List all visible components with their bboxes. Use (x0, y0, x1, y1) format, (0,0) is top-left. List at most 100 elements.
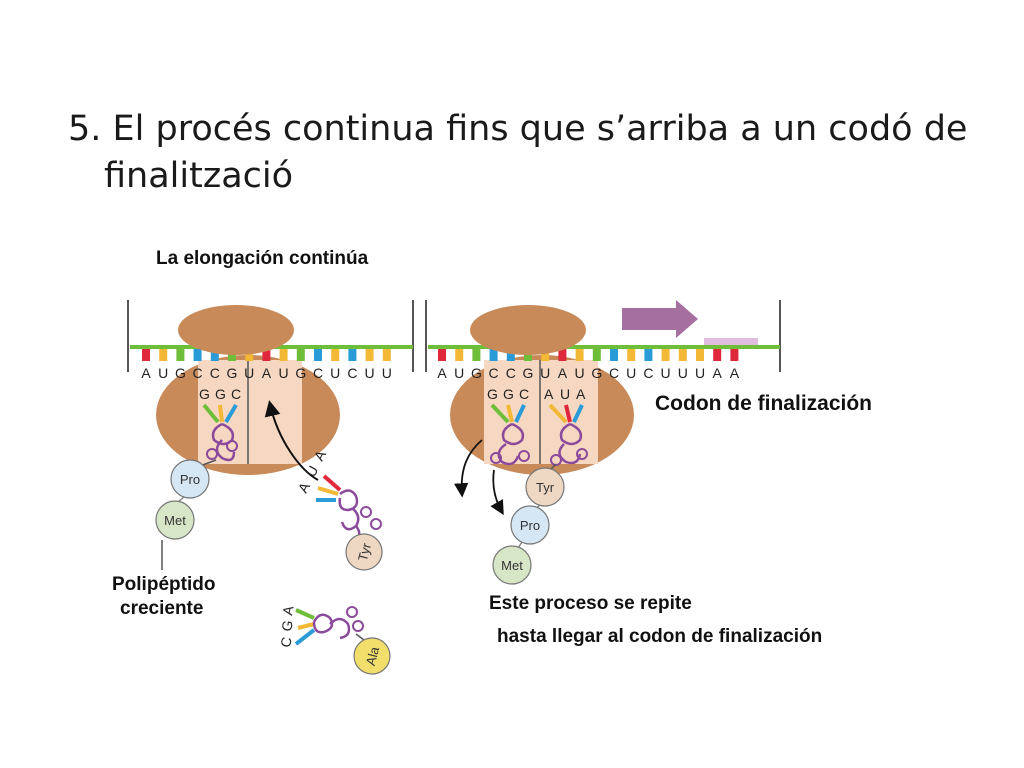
anticodon-base: A (544, 386, 554, 402)
mrna-base-tick (627, 349, 636, 361)
amino-acid-label: Pro (180, 472, 200, 487)
anticodon-base: A (279, 604, 296, 617)
mrna-base-letter: G (175, 365, 186, 381)
mrna-base-tick (713, 349, 722, 361)
incoming-trna-arrow (264, 400, 319, 481)
mrna-base-tick (159, 349, 168, 361)
chain-label-line2: creciente (120, 598, 203, 619)
mrna-base-tick (575, 349, 584, 361)
figure-heading: La elongación continúa (156, 248, 369, 269)
mrna-base-letter: A (558, 365, 568, 381)
mrna-base-tick (696, 349, 704, 361)
mrna-base-tick (489, 349, 498, 361)
mrna-base-letter: U (626, 365, 636, 381)
left-ribosome-small-subunit (178, 305, 294, 355)
mrna-base-letter: C (643, 365, 653, 381)
mrna-base-letter: A (713, 365, 723, 381)
mrna-base-tick (176, 349, 185, 361)
amino-acid-label: Ala (363, 644, 383, 667)
mrna-base-tick (506, 349, 515, 361)
amino-acid-met (155, 500, 195, 540)
mrna-base-letter: U (454, 365, 464, 381)
mrna-base-tick (541, 349, 550, 361)
mrna-base-tick (438, 349, 446, 361)
mrna-base-tick (296, 349, 305, 361)
anticodon-base: G (503, 386, 514, 402)
mrna-base-tick (558, 349, 567, 361)
right-ribosome-small-subunit (470, 305, 586, 355)
mrna-base-letter: C (313, 365, 323, 381)
mrna-base-letter: U (575, 365, 585, 381)
anticodon-base: A (295, 479, 314, 495)
right-trna-a-site: A U A (544, 386, 588, 471)
amino-acid-tyr (525, 467, 565, 507)
right-mrna-bases (438, 349, 739, 361)
mrna-base-tick (279, 349, 288, 361)
incoming-trna-tyr: A U A (295, 447, 382, 546)
waiting-trna-ala: C G A (277, 604, 365, 649)
mrna-base-tick (348, 349, 357, 361)
amino-acid-label: Pro (520, 518, 540, 533)
mrna-base-tick (245, 349, 254, 361)
anticodon-base: A (576, 386, 586, 402)
mrna-base-letter: U (695, 365, 705, 381)
anticodon-base: G (278, 619, 296, 633)
mrna-base-letter: A (262, 365, 272, 381)
mrna-base-tick (455, 349, 464, 361)
anticodon-base: C (277, 636, 295, 649)
mrna-base-letter: U (244, 365, 254, 381)
amino-acid-ala (353, 637, 391, 675)
right-mrna-strand (428, 345, 780, 349)
anticodon-base: C (231, 386, 241, 402)
slide-title: 5. El procés continua fins que s’arriba … (68, 109, 968, 196)
mrna-base-letter: U (382, 365, 392, 381)
mrna-base-tick (610, 349, 618, 361)
mrna-base-letter: G (471, 365, 482, 381)
left-ribosome-large-subunit (156, 355, 340, 475)
stop-codon-label: Codon de finalización (655, 392, 872, 415)
exit-arrow (490, 469, 504, 516)
mrna-base-tick (661, 349, 670, 361)
mrna-base-letter: C (210, 365, 220, 381)
mrna-base-tick (678, 349, 687, 361)
mrna-base-letter: C (506, 365, 516, 381)
mrna-base-letter: G (227, 365, 238, 381)
mrna-base-letter: U (365, 365, 375, 381)
mrna-base-tick (228, 349, 236, 361)
mrna-base-tick (331, 349, 340, 361)
mrna-base-tick (730, 349, 739, 361)
amino-acid-label: Tyr (536, 480, 555, 495)
chain-label-line1: Polipéptido (112, 574, 215, 595)
mrna-base-letter: G (523, 365, 534, 381)
mrna-base-letter: C (609, 365, 619, 381)
mrna-base-letter: C (193, 365, 203, 381)
anticodon-base: C (519, 386, 529, 402)
mrna-base-tick (210, 349, 219, 361)
mrna-base-letter: U (330, 365, 340, 381)
mrna-base-tick (262, 349, 271, 361)
caption-line1: Este proceso se repite (489, 593, 692, 614)
mrna-base-letter: A (730, 365, 740, 381)
mrna-base-letter: A (141, 365, 151, 381)
mrna-base-tick (314, 349, 322, 361)
left-trna-p-site: G G C (199, 386, 241, 467)
mrna-base-tick (142, 349, 150, 361)
mrna-base-tick (592, 349, 601, 361)
amino-acid-tyr (345, 533, 383, 571)
mrna-base-letter: U (678, 365, 688, 381)
mrna-base-letter: U (661, 365, 671, 381)
translocation-direction-arrow (622, 300, 698, 338)
amino-acid-label: Tyr (355, 541, 374, 563)
mrna-base-tick (472, 349, 481, 361)
amino-acid-pro (510, 505, 550, 545)
anticodon-base: U (303, 463, 322, 479)
mrna-base-letter: G (295, 365, 306, 381)
amino-acid-met (492, 545, 532, 585)
stop-codon-highlight (704, 338, 758, 348)
right-trna-p-site: G G C (487, 386, 530, 466)
mrna-base-tick (382, 349, 391, 361)
mrna-base-letter: U (279, 365, 289, 381)
